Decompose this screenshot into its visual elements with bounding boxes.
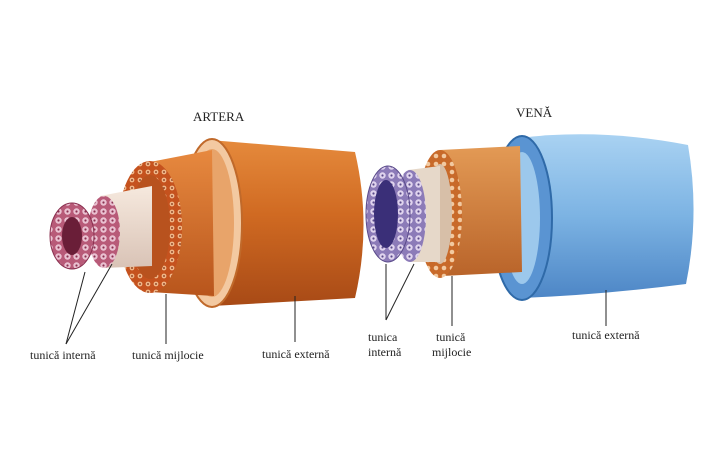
artery-outer-label: tunică externă [262, 347, 330, 361]
artery-inner-label: tunică internă [30, 348, 96, 362]
leader-lines [65, 263, 607, 345]
vein-middle-label-line1: tunică [436, 330, 466, 344]
vein-illustration [365, 134, 694, 301]
vein-outer-layer [520, 134, 694, 298]
artery-outer-layer [210, 140, 364, 306]
vein-middle-layer [440, 146, 522, 276]
vein-middle-label-line2: mijlocie [432, 345, 471, 359]
vein-lumen [374, 180, 398, 248]
vein-inner-label-line1: tunica [368, 330, 398, 344]
vein-inner-label-line2: internă [368, 345, 402, 359]
artery-lumen [62, 217, 82, 255]
artery-illustration [49, 138, 364, 308]
artery-inner-ring [88, 196, 120, 268]
artery-middle-label: tunică mijlocie [132, 348, 204, 362]
vein-title: VENĂ [516, 105, 553, 120]
artery-title: ARTERA [193, 109, 245, 124]
vein-outer-label: tunică externă [572, 328, 640, 342]
